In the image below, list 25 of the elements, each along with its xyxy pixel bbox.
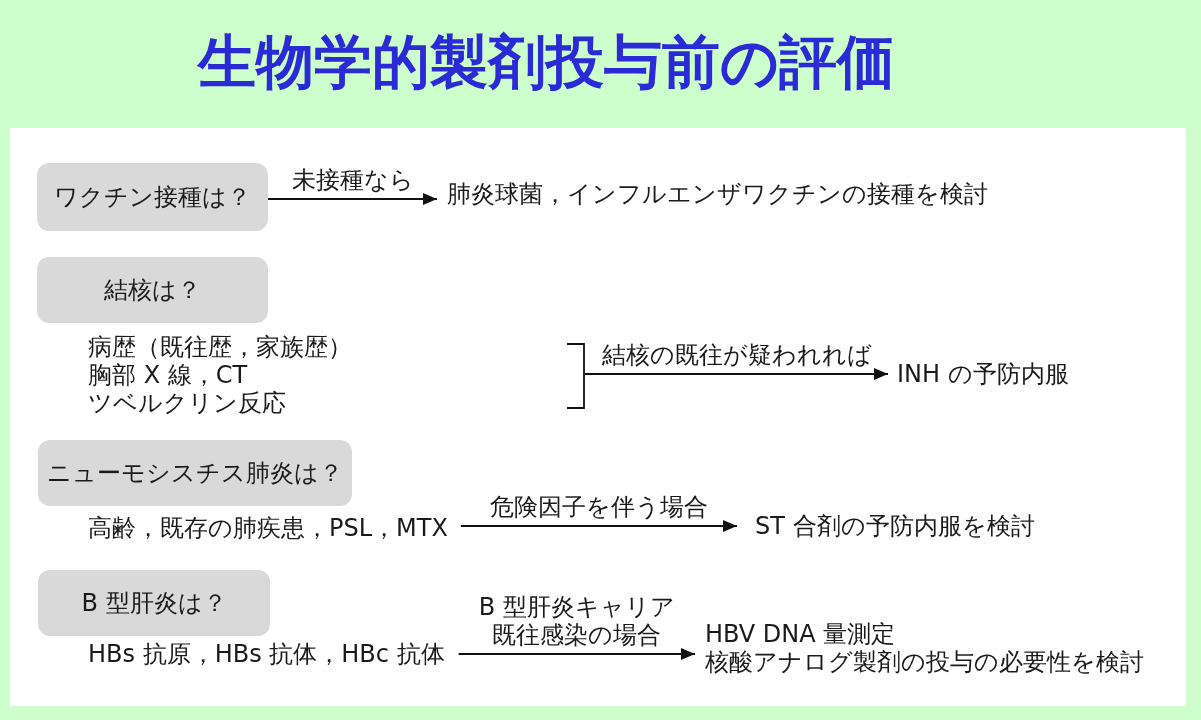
question-box: [38, 440, 352, 506]
question-box: [38, 570, 270, 636]
arrow: [460, 520, 738, 532]
arrow: [584, 368, 889, 380]
question-text: ワクチン接種は？: [54, 183, 251, 211]
question-box: [37, 257, 268, 323]
recommendation-text: HBV DNA 量測定: [705, 620, 897, 648]
recommendation-text: 核酸アナログ製剤の投与の必要性を検討: [705, 648, 1144, 676]
question-text: B 型肝炎は？: [81, 589, 227, 617]
criteria-text: 高齢，既存の肺疾患，PSL，MTX: [88, 514, 448, 542]
edge-label: 危険因子を伴う場合: [489, 493, 708, 521]
question-text: 結核は？: [104, 276, 201, 304]
edge-label: 結核の既往が疑われれば: [601, 341, 872, 369]
criteria-item: ツベルクリン反応: [88, 389, 287, 417]
recommendation-text: 肺炎球菌，インフルエンザワクチンの接種を検討: [447, 180, 988, 208]
question-box: [37, 163, 268, 231]
recommendation-text: INH の予防内服: [897, 360, 1069, 388]
criteria-text: HBs 抗原，HBs 抗体，HBc 抗体: [88, 640, 445, 668]
criteria-item: 病歴（既往歴，家族歴）: [88, 333, 353, 361]
criteria-item: 胸部 X 線，CT: [88, 361, 249, 389]
recommendation-text: ST 合剤の予防内服を検討: [755, 512, 1035, 540]
question-text: ニューモシスチス肺炎は？: [47, 459, 343, 487]
arrow: [457, 648, 696, 660]
title: 生物学的製剤投与前の評価: [198, 27, 895, 98]
arrow: [267, 193, 438, 205]
